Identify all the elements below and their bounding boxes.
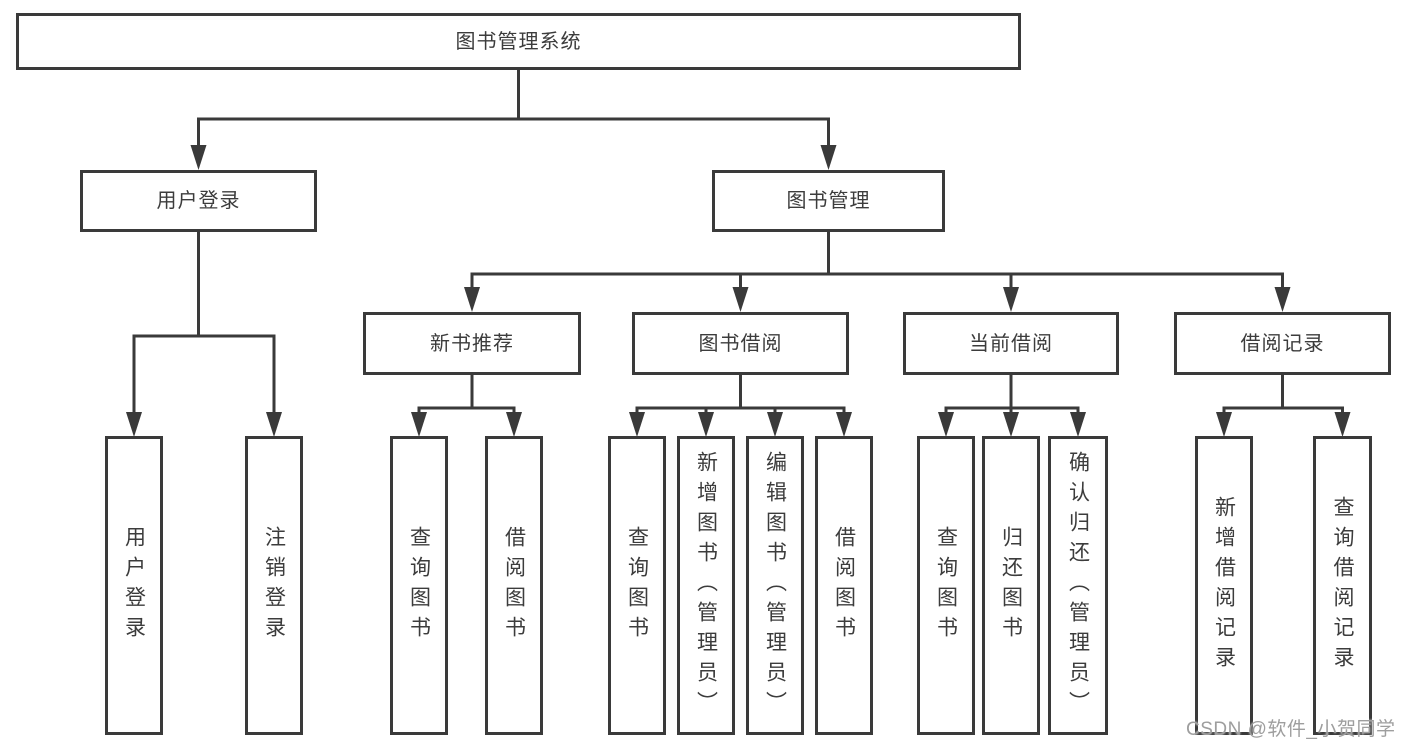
node-new-book-recommend: 新书推荐 [363, 312, 581, 375]
leaf-confirm-return-admin: 确认归还（管理员） [1048, 436, 1108, 735]
leaf-add-borrow-record: 新增借阅记录 [1195, 436, 1253, 735]
leaf-query-borrow-record: 查询借阅记录 [1313, 436, 1372, 735]
connector-paths [132, 70, 1344, 415]
leaf-query-books-borrow: 查询图书 [608, 436, 666, 735]
leaf-add-book-admin: 新增图书（管理员） [677, 436, 735, 735]
leaf-borrow-books-recommend: 借阅图书 [485, 436, 543, 735]
node-user-login: 用户登录 [80, 170, 317, 232]
node-current-borrow: 当前借阅 [903, 312, 1119, 375]
node-book-borrow: 图书借阅 [632, 312, 849, 375]
node-borrow-records: 借阅记录 [1174, 312, 1391, 375]
leaf-user-login: 用户登录 [105, 436, 163, 735]
leaf-logout: 注销登录 [245, 436, 303, 735]
arrowheads [126, 145, 1351, 437]
leaf-edit-book-admin: 编辑图书（管理员） [746, 436, 804, 735]
watermark: CSDN @软件_小贺同学 [1186, 719, 1396, 740]
leaf-query-books-recommend: 查询图书 [390, 436, 448, 735]
leaf-return-books: 归还图书 [982, 436, 1040, 735]
node-book-management: 图书管理 [712, 170, 945, 232]
node-root: 图书管理系统 [16, 13, 1021, 70]
leaf-query-books-current: 查询图书 [917, 436, 975, 735]
leaf-borrow-books-borrow: 借阅图书 [815, 436, 873, 735]
